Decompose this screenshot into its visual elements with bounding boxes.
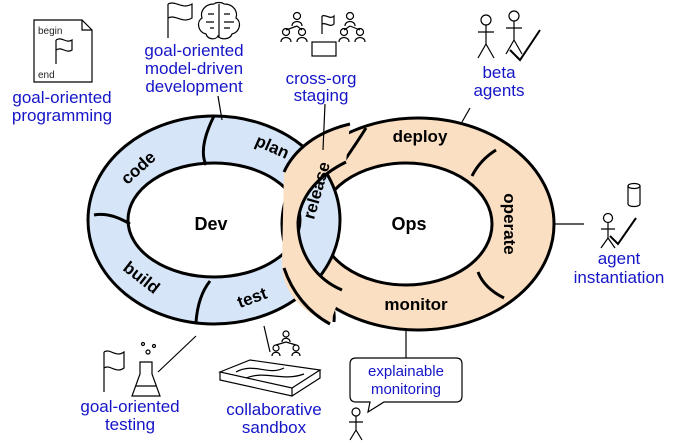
annotation-line: beta [482,63,516,82]
sandbox-icon [217,330,322,397]
annotation-line: model-driven [145,59,243,78]
ops-ring [280,116,556,332]
annotation-line: agents [473,81,524,100]
annotation-goal-oriented-model-driven: goal-oriented model-driven development [144,41,243,96]
release-overlap [282,122,351,326]
flag-icon [167,2,193,38]
connector-staging [322,103,326,151]
annotation-line: goal-oriented [144,41,243,60]
annotation-goal-oriented-programming: goal-oriented programming [12,88,112,125]
annotation-line: sandbox [242,418,307,437]
flag-icon [103,350,125,392]
explainable-monitoring-callout: explainable monitoring [349,357,463,414]
annotation-line: goal-oriented [80,397,179,416]
agents-checkmark-icon [477,10,541,62]
brain-circuit-icon [197,1,241,40]
annotation-agent-instantiation: agent instantiation [574,249,665,287]
dev-center-label: Dev [194,214,227,234]
annotation-line: collaborative [226,400,321,419]
team-podium-icon [280,11,366,57]
annotation-line: instantiation [574,268,665,287]
segment-monitor: monitor [384,295,448,314]
annotation-line: testing [105,415,155,434]
annotation-beta-agents: beta agents [473,63,524,100]
ops-center-label: Ops [391,214,426,234]
person-icon [349,407,363,441]
annotation-collaborative-sandbox: collaborative sandbox [226,400,321,437]
callout-line-2: monitoring [371,381,441,398]
document-icon: begin end [33,19,93,83]
flag-icon [55,38,73,64]
annotation-cross-org-staging: cross-org staging [286,69,357,105]
segment-deploy: deploy [393,127,448,146]
connector-testing [157,335,197,373]
connector-sandbox [263,325,271,353]
annotation-goal-oriented-testing: goal-oriented testing [80,397,179,434]
connector-beta [461,107,471,123]
annotation-line: agent [598,249,641,268]
agent-cylinder-icon [600,182,641,249]
annotation-line: staging [294,86,349,105]
segment-operate: operate [500,193,519,254]
connector-model-driven [217,95,223,121]
document-begin-label: begin [38,26,62,37]
callout-line-1: explainable [368,363,444,380]
annotation-line: development [145,77,243,96]
document-end-label: end [38,70,55,81]
annotation-line: cross-org [286,69,357,88]
annotation-line: goal-oriented [12,88,111,107]
flask-icon [131,341,161,397]
annotation-line: programming [12,106,112,125]
